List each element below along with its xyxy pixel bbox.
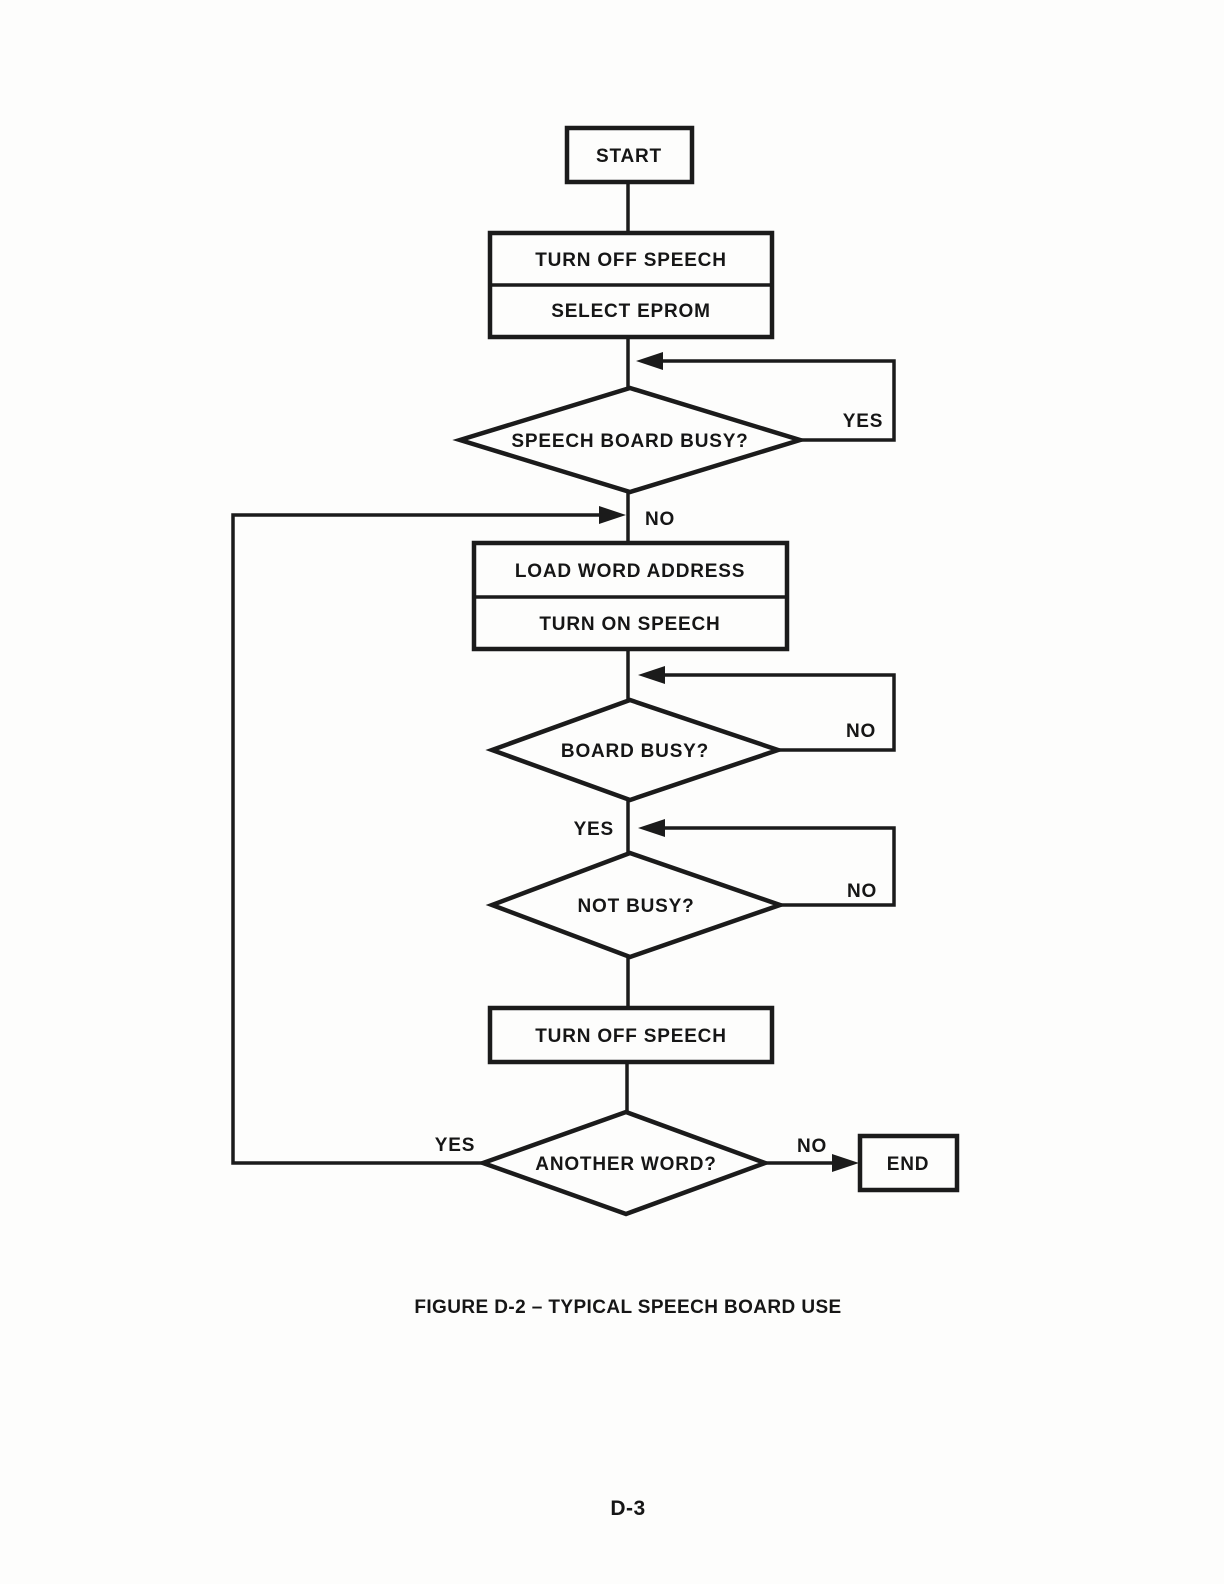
edge-dec1-yes-loop [662,359,896,442]
arrowhead-dec4-no-icon [832,1154,859,1172]
node-dec3-label: NOT BUSY? [578,896,695,917]
node-proc2-row2-label: TURN ON SPEECH [539,614,720,635]
node-dec1-label: SPEECH BOARD BUSY? [511,431,748,452]
edge-label-dec2-no: NO [846,721,876,742]
figure-caption: FIGURE D-2 – TYPICAL SPEECH BOARD USE [414,1297,841,1318]
edge-label-dec4-yes: YES [435,1135,475,1156]
node-dec2-label: BOARD BUSY? [561,741,709,762]
node-proc1-row1-label: TURN OFF SPEECH [535,250,726,271]
edge-label-dec1-yes: YES [843,411,883,432]
node-proc3 [487,1005,775,1065]
node-dec1 [452,385,808,495]
node-start-label: START [596,146,662,167]
arrowhead-dec4-yes-icon [599,506,626,524]
node-dec3 [485,850,787,960]
node-end [857,1133,960,1193]
arrowhead-dec2-no-icon [638,666,665,684]
node-start [564,125,695,185]
node-dec2 [485,697,786,803]
node-proc3-label: TURN OFF SPEECH [535,1026,726,1047]
node-dec4-label: ANOTHER WORD? [535,1154,716,1175]
arrowhead-dec3-no-icon [638,819,665,837]
edge-dec2-no-loop [664,673,896,752]
node-dec4 [476,1109,772,1217]
edge-label-dec3-no: NO [847,881,877,902]
node-proc2-row1-label: LOAD WORD ADDRESS [515,561,745,582]
page-number: D-3 [610,1497,645,1520]
node-proc1-row2-label: SELECT EPROM [551,301,711,322]
edge-label-dec1-no: NO [645,509,675,530]
edge-dec3-no-loop [664,826,896,907]
arrowhead-dec1-yes-icon [636,352,663,370]
edge-label-dec3-yes: YES [574,819,614,840]
node-end-label: END [887,1154,930,1175]
edge-label-dec4-no: NO [797,1136,827,1157]
edge-dec4-yes-loop [231,513,600,1165]
